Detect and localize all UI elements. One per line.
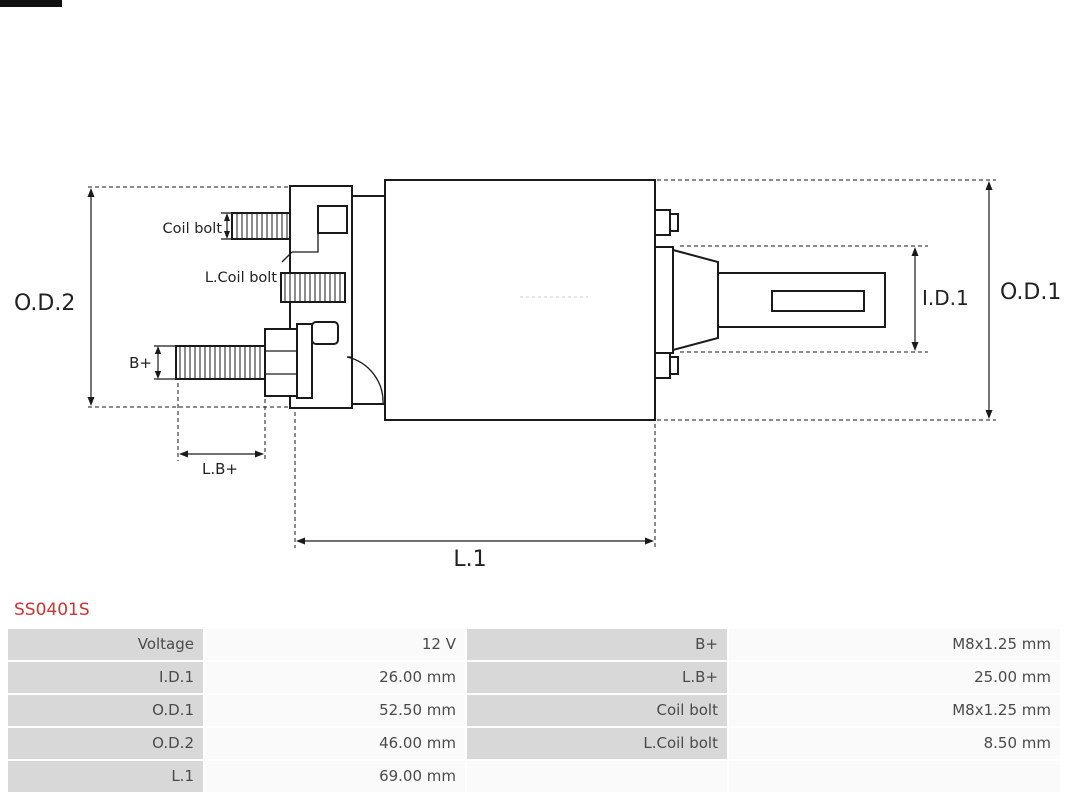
spec-value: M8x1.25 mm xyxy=(729,629,1060,660)
product-code: SS0401S xyxy=(14,600,90,620)
table-row: Voltage 12 V B+ M8x1.25 mm xyxy=(8,629,1060,660)
body-tab-bottom xyxy=(654,352,671,379)
dimension-arrows xyxy=(87,181,993,545)
dimension-lines xyxy=(90,187,990,542)
solenoid-outline xyxy=(175,179,886,421)
spec-label: B+ xyxy=(467,629,727,660)
spec-value: 25.00 mm xyxy=(729,662,1060,693)
table-row: I.D.1 26.00 mm L.B+ 25.00 mm xyxy=(8,662,1060,693)
solenoid-body xyxy=(384,179,656,421)
spec-value: 8.50 mm xyxy=(729,728,1060,759)
spec-label: Voltage xyxy=(8,629,203,660)
spec-value: 12 V xyxy=(205,629,465,660)
solenoid-drawing-svg: O.D.2 O.D.1 I.D.1 L.1 Coil bolt L.Coil b… xyxy=(14,179,1061,572)
b-plus-threads xyxy=(179,347,261,378)
spec-empty-cell xyxy=(729,761,1060,792)
spec-value: M8x1.25 mm xyxy=(729,695,1060,726)
body-tab-bottom-tip xyxy=(669,356,679,375)
spec-table: Voltage 12 V B+ M8x1.25 mm I.D.1 26.00 m… xyxy=(8,629,1060,792)
coil-thread-block xyxy=(280,272,346,303)
dim-label-lb-plus: L.B+ xyxy=(202,460,238,478)
plunger-slot xyxy=(771,290,865,312)
coil-block-threads xyxy=(284,274,341,301)
b-plus-washer xyxy=(296,323,313,399)
spec-label: L.B+ xyxy=(467,662,727,693)
dimension-extension-lines xyxy=(88,179,996,548)
flange-step xyxy=(351,195,386,405)
dim-label-lcoil-bolt: L.Coil bolt xyxy=(205,270,277,286)
thread-hatching xyxy=(179,214,341,378)
dimension-labels: O.D.2 O.D.1 I.D.1 L.1 Coil bolt L.Coil b… xyxy=(14,221,1061,572)
dim-label-od1: O.D.1 xyxy=(1000,280,1061,305)
technical-drawing: O.D.2 O.D.1 I.D.1 L.1 Coil bolt L.Coil b… xyxy=(14,179,1061,572)
coil-bolt-threads xyxy=(236,214,288,238)
body-tab-top-tip xyxy=(669,213,679,232)
spec-value: 52.50 mm xyxy=(205,695,465,726)
spec-label: O.D.1 xyxy=(8,695,203,726)
spec-label: I.D.1 xyxy=(8,662,203,693)
spec-value: 26.00 mm xyxy=(205,662,465,693)
body-tab-top xyxy=(654,209,671,236)
logo-fragment xyxy=(0,0,62,7)
spec-label: Coil bolt xyxy=(467,695,727,726)
table-row: O.D.2 46.00 mm L.Coil bolt 8.50 mm xyxy=(8,728,1060,759)
terminal-boss xyxy=(311,321,339,345)
spec-label: O.D.2 xyxy=(8,728,203,759)
table-row: O.D.1 52.50 mm Coil bolt M8x1.25 mm xyxy=(8,695,1060,726)
dim-label-b-plus: B+ xyxy=(129,354,152,372)
dim-label-od2: O.D.2 xyxy=(14,291,75,316)
spec-value: 46.00 mm xyxy=(205,728,465,759)
coil-bolt-stud xyxy=(231,212,291,240)
dim-label-l1: L.1 xyxy=(453,547,486,572)
plunger-cone xyxy=(672,248,719,352)
spec-label: L.1 xyxy=(8,761,203,792)
spec-label: L.Coil bolt xyxy=(467,728,727,759)
spec-empty-cell xyxy=(467,761,727,792)
detail-lines xyxy=(154,212,384,405)
flange-detail xyxy=(317,205,348,234)
dim-label-coil-bolt: Coil bolt xyxy=(163,221,223,237)
spec-value: 69.00 mm xyxy=(205,761,465,792)
dim-label-id1: I.D.1 xyxy=(922,286,969,310)
plunger-base xyxy=(654,246,674,354)
table-row: L.1 69.00 mm xyxy=(8,761,1060,792)
b-plus-hex-nut xyxy=(264,328,298,397)
